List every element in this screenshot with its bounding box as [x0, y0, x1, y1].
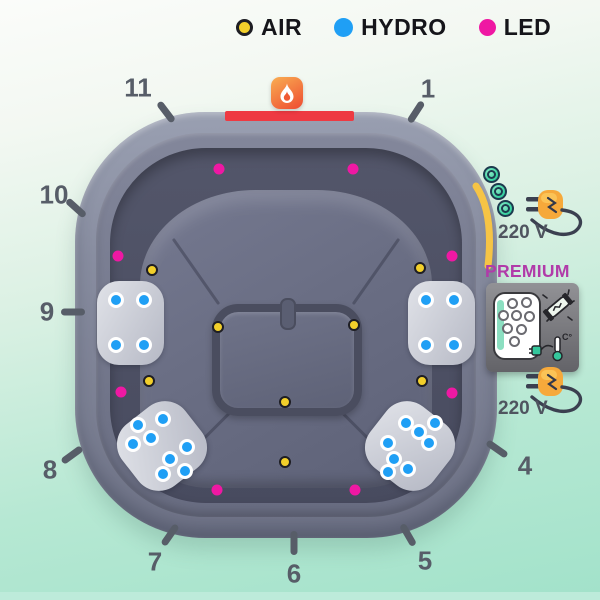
massage-nozzle-icon — [483, 166, 500, 183]
hydro-dot-icon — [334, 18, 354, 37]
hydro-jet — [179, 439, 195, 455]
hydro-jet — [125, 436, 141, 452]
led-jet — [115, 386, 127, 398]
legend-label-led: LED — [503, 14, 552, 40]
uv-lamp-icon — [542, 289, 575, 322]
heater-strip — [225, 111, 354, 121]
hydro-jet — [136, 337, 152, 353]
hydro-jet — [155, 466, 171, 482]
plug-icon — [526, 190, 583, 237]
legend-item-led: LED — [478, 14, 552, 41]
hydro-jet — [421, 435, 437, 451]
position-number-5: 5 — [417, 545, 433, 576]
led-jet — [446, 387, 458, 399]
hydro-jet — [418, 292, 434, 308]
hydro-jet — [177, 463, 193, 479]
mini-plug-icon — [531, 345, 542, 356]
heated-edge-arc — [472, 182, 493, 270]
legend-label-hydro: HYDRO — [361, 14, 447, 40]
hydro-jet — [162, 451, 178, 467]
bench-notch — [280, 298, 296, 330]
led-jet — [211, 484, 223, 496]
temperature-unit-label: C° — [562, 332, 573, 342]
seat-right — [408, 281, 475, 365]
air-jet — [212, 321, 224, 333]
hydro-jet — [130, 417, 146, 433]
position-tick — [61, 308, 85, 316]
air-jet — [146, 264, 158, 276]
hydro-jet — [386, 451, 402, 467]
voltage-label-bottom: 220 V — [498, 398, 548, 419]
led-jet — [446, 250, 458, 262]
led-jet — [213, 163, 225, 175]
position-number-9: 9 — [39, 296, 55, 327]
legend: AIR HYDRO LED — [236, 14, 551, 41]
hydro-jet — [143, 430, 159, 446]
air-jet — [143, 375, 155, 387]
hydro-jet — [400, 461, 416, 477]
position-number-11: 11 — [124, 72, 152, 103]
massage-nozzle-icon — [497, 200, 514, 217]
premium-label: PREMIUM — [485, 261, 570, 281]
background-bottom-strip — [0, 592, 600, 600]
position-number-6: 6 — [286, 558, 302, 589]
hydro-jet — [380, 435, 396, 451]
hydro-jet — [446, 292, 462, 308]
air-jet — [414, 262, 426, 274]
hydro-jet — [398, 415, 414, 431]
legend-label-air: AIR — [261, 14, 303, 40]
air-dot-icon — [236, 19, 253, 36]
hydro-jet — [380, 464, 396, 480]
hydro-jet — [427, 415, 443, 431]
hydro-jet — [155, 411, 171, 427]
position-number-4: 4 — [517, 450, 533, 481]
hydro-jet — [446, 337, 462, 353]
legend-item-hydro: HYDRO — [334, 14, 447, 41]
position-number-10: 10 — [39, 179, 69, 210]
thermometer-icon — [529, 336, 563, 362]
position-tick — [60, 445, 84, 465]
flame-icon — [271, 77, 303, 109]
plug-icon — [526, 367, 583, 414]
voltage-label-top: 220 V — [498, 222, 548, 243]
hydro-jet — [108, 337, 124, 353]
led-jet — [347, 163, 359, 175]
seat-left — [97, 281, 164, 365]
air-jet — [279, 456, 291, 468]
position-tick — [290, 531, 298, 555]
led-jet — [112, 250, 124, 262]
led-jet — [349, 484, 361, 496]
position-number-7: 7 — [147, 546, 163, 577]
legend-item-air: AIR — [236, 14, 302, 41]
position-tick — [406, 100, 426, 124]
filter-stripe — [497, 300, 504, 350]
position-number-8: 8 — [42, 454, 58, 485]
massage-nozzle-icon — [490, 183, 507, 200]
air-jet — [348, 319, 360, 331]
hydro-jet — [108, 292, 124, 308]
hydro-jet — [418, 337, 434, 353]
air-jet — [279, 396, 291, 408]
air-jet — [416, 375, 428, 387]
hydro-jet — [136, 292, 152, 308]
led-dot-icon — [478, 19, 496, 36]
position-number-1: 1 — [420, 73, 436, 104]
feature-panel: C° — [486, 283, 579, 372]
